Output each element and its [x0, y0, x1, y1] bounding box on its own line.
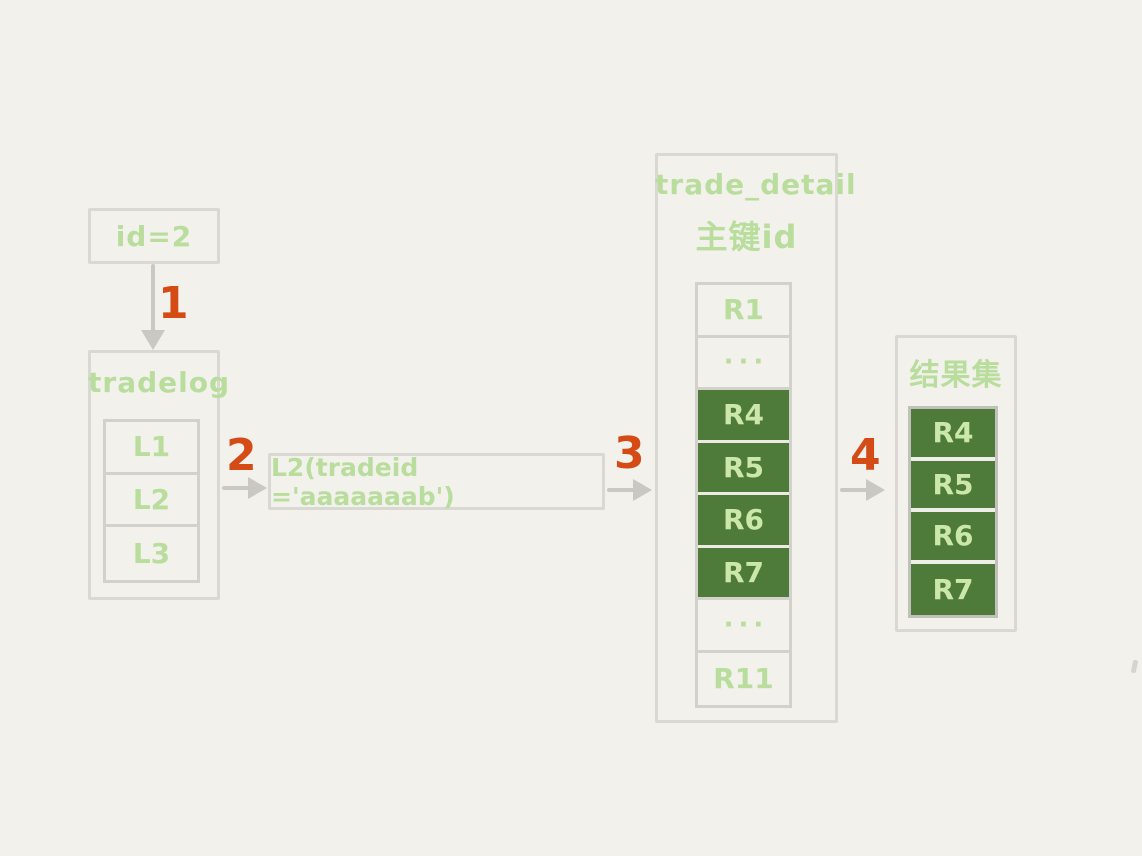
trade-detail-table: R1 ··· R4 R5 R6 R7 ··· R11 [695, 282, 792, 708]
step-1-label: 1 [158, 278, 189, 329]
table-row-highlighted: R7 [911, 563, 995, 615]
trade-detail-box [655, 153, 838, 723]
result-set-title: 结果集 [909, 358, 1003, 393]
table-row: ··· [698, 338, 789, 390]
result-set-box [895, 335, 1017, 632]
trade-detail-title: trade_detail [655, 168, 857, 201]
arrow-right-icon [840, 488, 868, 492]
step-4-label: 4 [850, 430, 881, 481]
table-row: L2 [106, 475, 197, 528]
table-row-highlighted: R6 [698, 495, 789, 548]
table-row-highlighted: R6 [911, 512, 995, 564]
arrow-right-icon [222, 486, 250, 490]
arrow-right-head-icon [633, 479, 652, 501]
arrow-down-icon [151, 264, 155, 332]
table-row: R1 [698, 285, 789, 338]
table-row-highlighted: R5 [911, 460, 995, 512]
table-row-highlighted: R4 [698, 390, 789, 443]
step-2-label: 2 [226, 430, 257, 481]
tradelog-box [88, 350, 220, 600]
arrow-down-head-icon [141, 330, 165, 350]
id-box: id=2 [88, 208, 220, 264]
table-row-highlighted: R5 [698, 442, 789, 495]
arrow-right-head-icon [248, 477, 267, 499]
table-row: L3 [132, 537, 171, 571]
table-row: L1 [106, 422, 197, 475]
condition-box: L2(tradeid ='aaaaaaab') [268, 452, 605, 511]
table-row: R11 [713, 662, 774, 696]
table-row-highlighted: R4 [911, 409, 995, 461]
table-row: ··· [698, 600, 789, 653]
arrow-right-icon [607, 488, 635, 492]
stray-mark [1130, 659, 1139, 674]
condition-label: L2(tradeid ='aaaaaaab') [271, 452, 455, 511]
step-3-label: 3 [614, 428, 645, 479]
id-box-label: id=2 [115, 219, 193, 253]
tradelog-table: L1 L2 L3 [103, 419, 200, 583]
tradelog-title: tradelog [88, 366, 230, 399]
arrow-right-head-icon [866, 479, 885, 501]
trade-detail-subtitle: 主键id [695, 218, 798, 256]
table-row-highlighted: R7 [698, 547, 789, 600]
result-set-table: R4 R5 R6 R7 [908, 406, 998, 618]
